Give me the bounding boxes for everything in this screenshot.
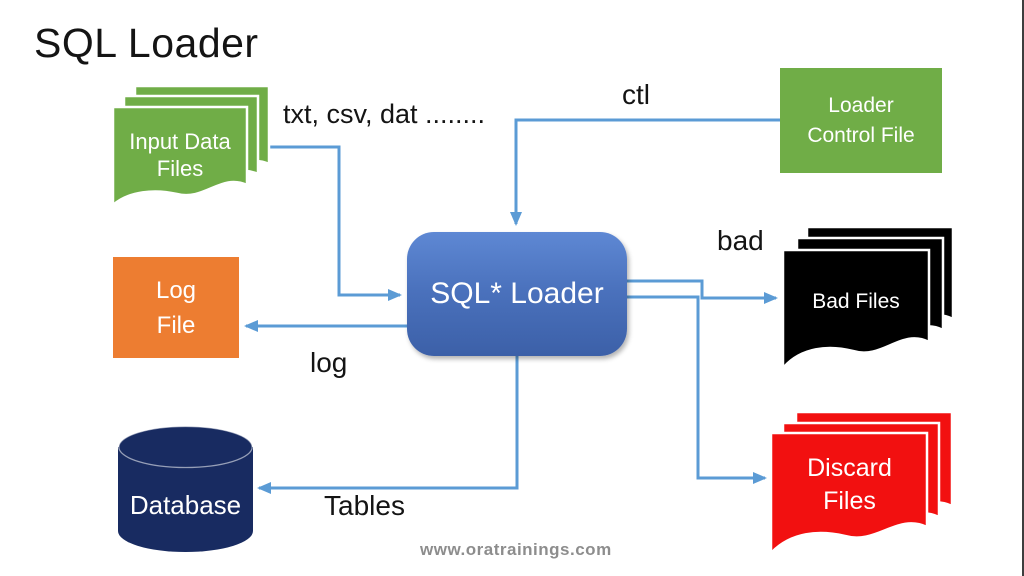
bad-files-node: Bad Files <box>783 227 955 373</box>
discard-files-node: Discard Files <box>771 412 954 557</box>
edge-label-bad: bad <box>717 225 764 256</box>
log-file-label: Log File <box>155 276 197 339</box>
watermark: www.oratrainings.com <box>420 540 612 559</box>
input-data-files-node: Input Data Files <box>113 86 273 212</box>
database-node: Database <box>118 425 253 555</box>
sql-loader-node: SQL* Loader <box>407 232 627 356</box>
edge-loader-to-database <box>257 356 519 494</box>
page-title: SQL Loader <box>34 20 259 66</box>
edge-label-log: log <box>310 347 348 378</box>
edge-input-to-loader <box>268 145 402 301</box>
edge-label-input-formats: txt, csv, dat ........ <box>283 99 486 129</box>
database-cylinder-icon <box>118 425 253 552</box>
sql-loader-label: SQL* Loader <box>430 277 604 310</box>
discard-files-label: Discard Files <box>807 454 892 515</box>
log-file-node: Log File <box>113 257 239 358</box>
edge-label-ctl: ctl <box>622 79 650 110</box>
document-stack-icon <box>771 412 954 555</box>
document-stack-icon <box>783 227 955 370</box>
document-stack-icon <box>113 86 271 207</box>
loader-control-file-label: Loader Control File <box>807 93 915 147</box>
slide-right-border <box>1022 0 1024 576</box>
database-label: Database <box>129 490 242 520</box>
edge-loader-to-discard <box>627 295 767 484</box>
edge-label-tables: Tables <box>324 490 405 521</box>
loader-control-file-node: Loader Control File <box>780 68 942 173</box>
edge-loader-to-bad <box>627 279 778 304</box>
bad-files-label: Bad Files <box>812 290 900 313</box>
input-data-files-label: Input Data Files <box>129 129 231 181</box>
edge-ctl-to-loader <box>510 118 780 226</box>
